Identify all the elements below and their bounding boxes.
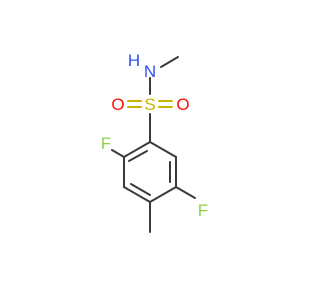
bond-n-methyl <box>160 56 179 68</box>
ring-bond-c1-c2-inner <box>128 150 148 162</box>
oxygen-left-label: O <box>111 95 124 114</box>
bond-c5-f <box>175 186 196 199</box>
ring-bond-c3-c4 <box>123 186 151 203</box>
fluorine-left-label: F <box>101 134 111 153</box>
ring-bond-c1-c2 <box>123 141 151 158</box>
molecule-structure: S O O N H F F <box>101 51 208 233</box>
ring-bond-c3-c4-inner <box>130 183 151 196</box>
oxygen-right-label: O <box>176 95 189 114</box>
ring-bond-c4-c5 <box>149 186 177 203</box>
bond-c2-f <box>111 149 125 158</box>
atom-labels: S O O N H F F <box>101 51 208 220</box>
sulfur-label: S <box>144 95 155 114</box>
amine-h-label: H <box>128 51 140 70</box>
bonds <box>111 56 196 233</box>
fluorine-right-label: F <box>198 201 208 220</box>
amine-n-label: N <box>144 62 156 81</box>
ring-bond-c6-c1 <box>149 141 177 158</box>
